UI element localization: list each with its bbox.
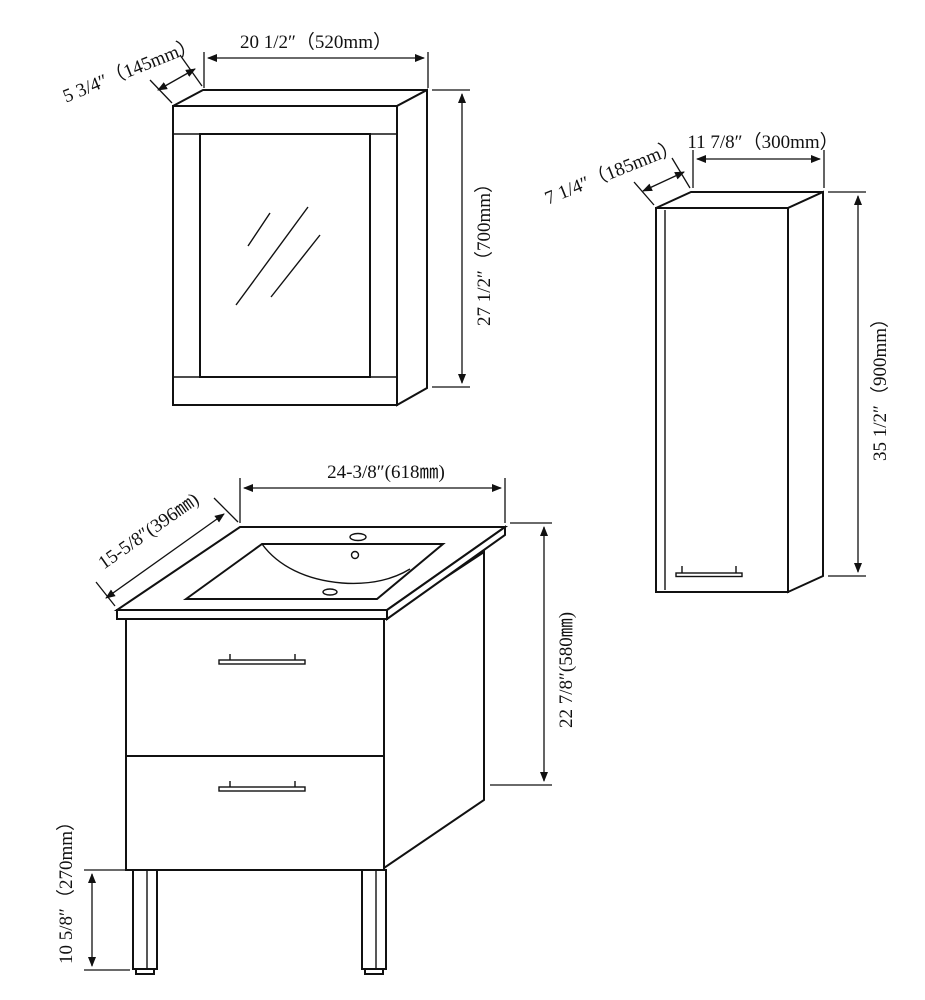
mirror-cabinet-side [396, 88, 428, 407]
vanity-width-dimension: 24-3/8″(618㎜) [239, 462, 506, 523]
sink-basin [182, 532, 446, 600]
wall-height-dimension: 35 1/2″（900mm） [828, 191, 891, 577]
leg-height-dimension: 10 5/8″（270mm） [55, 812, 130, 971]
bottom-drawer [125, 755, 385, 871]
mirror-panel [199, 133, 371, 378]
wall-cabinet [655, 190, 824, 594]
wall-height-label: 35 1/2″（900mm） [869, 309, 891, 461]
wall-depth-dimension: 7 1/4″（185mm） [542, 136, 691, 210]
mirror-width-dimension: 20 1/2″（520mm） [203, 31, 429, 88]
faucet-hole-icon [349, 532, 367, 542]
mirror-depth-label: 5 3/4″（145mm） [60, 34, 200, 108]
drain-icon [322, 588, 338, 596]
wall-cabinet-door [655, 207, 789, 593]
vanity-width-label: 24-3/8″(618㎜) [327, 462, 445, 483]
mirror-width-label: 20 1/2″（520mm） [240, 31, 392, 53]
leg-height-label: 10 5/8″（270mm） [55, 812, 77, 964]
mirror-depth-dimension: 5 3/4″（145mm） [60, 34, 203, 108]
vanity-height-label: 22 7/8″(580㎜) [556, 612, 577, 728]
wall-depth-label: 7 1/4″（185mm） [542, 136, 682, 210]
mirror-cabinet-front [172, 105, 398, 406]
mirror-reflection-mark [247, 212, 271, 247]
wall-cabinet-handle-icon [675, 566, 743, 578]
vanity-depth-label: 15-5/8″(396㎜) [95, 489, 203, 574]
mirror-cabinet [172, 88, 428, 407]
countertop-edge [116, 609, 388, 620]
overflow-icon [350, 550, 360, 560]
top-drawer [125, 618, 385, 757]
wall-width-dimension: 11 7/8″（300mm） [687, 131, 839, 188]
wall-cabinet-side [787, 190, 824, 594]
mirror-height-label: 27 1/2″（700mm） [473, 174, 495, 326]
mirror-cabinet-top [172, 89, 428, 107]
vanity-height-dimension: 22 7/8″(580㎜) [490, 522, 577, 786]
leg-left [132, 869, 158, 975]
top-drawer-handle-icon [218, 654, 306, 665]
mirror-height-dimension: 27 1/2″（700mm） [432, 89, 495, 388]
wall-width-label: 11 7/8″（300mm） [687, 131, 838, 153]
mirror-reflection-mark [270, 234, 321, 298]
vanity [113, 525, 509, 975]
leg-right [361, 869, 387, 975]
bottom-drawer-handle-icon [218, 781, 306, 792]
mirror-reflection-mark [235, 206, 309, 306]
